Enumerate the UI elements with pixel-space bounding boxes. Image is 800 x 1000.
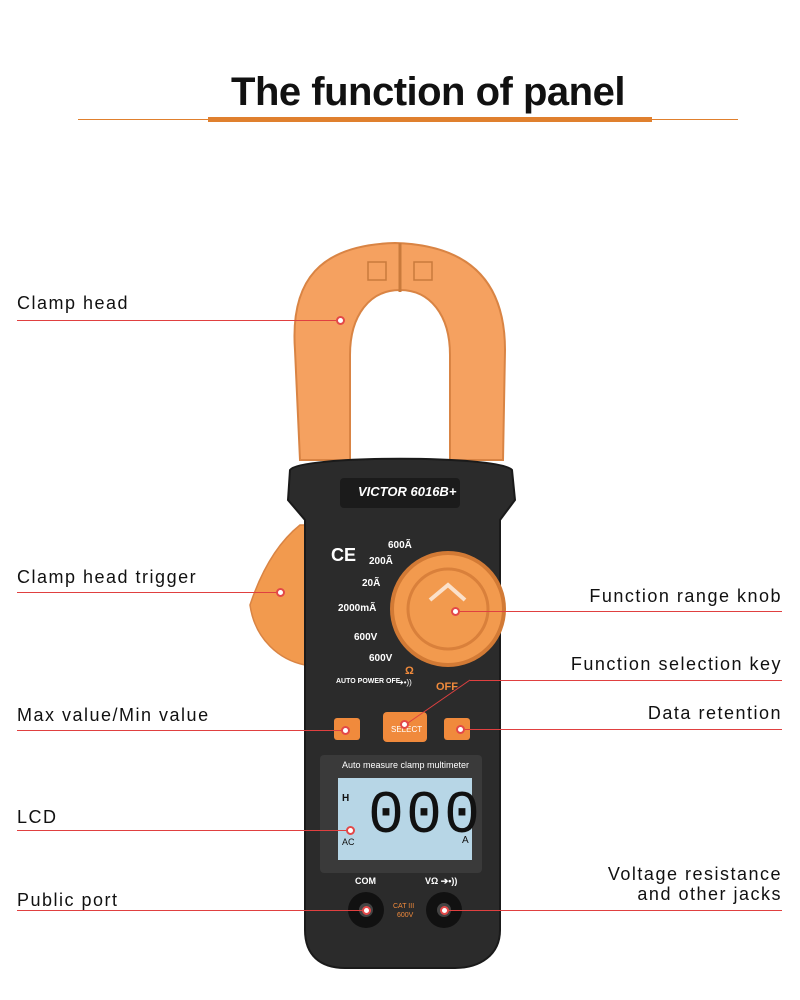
lcd-screen <box>338 778 472 860</box>
leader-function-selection-key <box>470 680 782 681</box>
dot-max-min <box>341 726 350 735</box>
ce-mark: CE <box>331 545 357 565</box>
label-lcd: LCD <box>17 807 58 827</box>
label-max-min: Max value/Min value <box>17 705 210 725</box>
leader-public-port <box>17 910 365 911</box>
range-200A: 200Ã <box>369 556 393 567</box>
diode-symbol: ➔•)) <box>397 678 412 687</box>
leader-clamp-head <box>17 320 339 321</box>
range-ohm: Ω <box>405 665 414 677</box>
title-underline-accent <box>208 117 652 122</box>
dot-lcd <box>346 826 355 835</box>
dot-voltage-jacks <box>440 906 449 915</box>
lcd-caption: Auto measure clamp multimeter <box>342 760 470 770</box>
range-600V-dc: 600V <box>369 653 393 664</box>
range-600A: 600Ã <box>388 540 412 551</box>
dot-function-selection-key <box>400 720 409 729</box>
label-voltage-jacks-1: Voltage resistance <box>607 864 782 884</box>
select-key-label: SELECT <box>391 725 423 734</box>
leader-clamp-head-trigger <box>17 592 279 593</box>
label-clamp-head: Clamp head <box>17 293 130 313</box>
leader-function-range-knob <box>455 611 782 612</box>
com-label: COM <box>355 876 376 886</box>
range-20A: 20Ã <box>362 578 381 589</box>
dot-clamp-head <box>336 316 345 325</box>
label-public-port: Public port <box>17 890 119 910</box>
lcd-hold-indicator: H <box>342 793 350 804</box>
lcd-unit: A <box>462 835 469 846</box>
lcd-ac-indicator: AC <box>342 837 355 847</box>
page-title: The function of panel <box>231 70 625 114</box>
lcd-reading: 000 <box>368 783 483 851</box>
dot-data-retention <box>456 725 465 734</box>
leader-voltage-jacks <box>446 910 782 911</box>
clamp-jaw <box>293 241 507 461</box>
label-data-retention: Data retention <box>647 703 782 723</box>
label-clamp-head-trigger: Clamp head trigger <box>17 567 198 587</box>
label-function-range-knob: Function range knob <box>589 586 782 606</box>
label-voltage-jacks-2: and other jacks <box>637 884 782 904</box>
leader-max-min <box>17 730 347 731</box>
dot-public-port <box>362 906 371 915</box>
range-600V-ac: 600V <box>354 632 378 643</box>
leader-lcd <box>17 830 349 831</box>
off-label: OFF <box>436 681 458 693</box>
leader-data-retention <box>460 729 782 730</box>
label-function-selection-key: Function selection key <box>570 654 782 674</box>
cat-voltage: 600V <box>397 912 414 919</box>
brand-logo: VICTOR 6016B+ <box>358 484 457 499</box>
dot-clamp-head-trigger <box>276 588 285 597</box>
range-2000mA: 2000mÃ <box>338 603 377 614</box>
auto-power-off-label: AUTO POWER OFF <box>336 678 401 685</box>
dot-function-range-knob <box>451 607 460 616</box>
vohm-label: VΩ ➔•)) <box>425 876 458 886</box>
cat-label: CAT III <box>393 903 415 910</box>
